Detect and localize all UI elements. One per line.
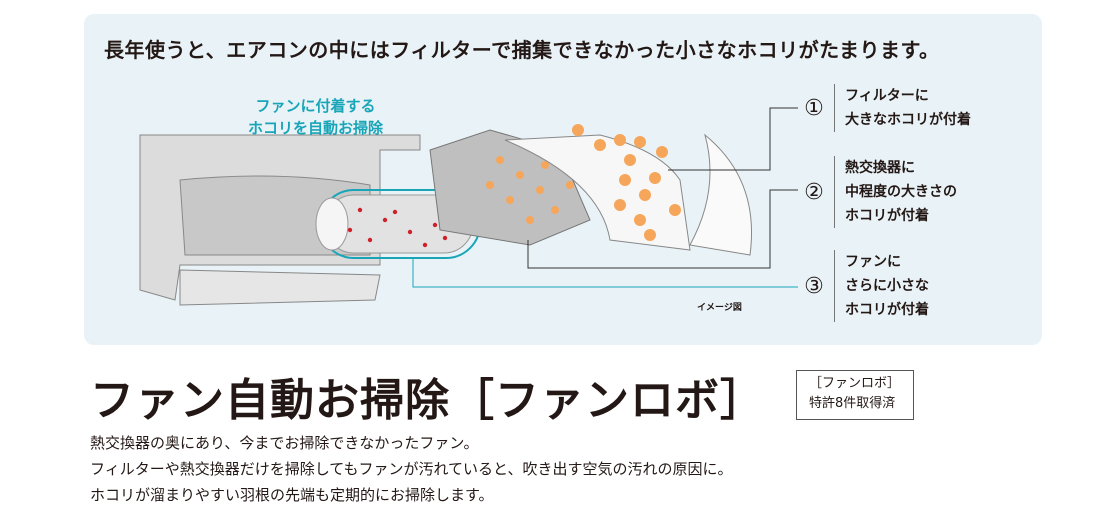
callout-line: ファンに [845,254,901,270]
image-caption: イメージ図 [697,303,742,313]
callout-fan: ③ ファンに さらに小さな ホコリが付着 [800,250,929,322]
callout-number: ③ [804,273,824,299]
callout-line: さらに小さな [845,278,929,294]
description-line: ホコリが溜まりやすい羽根の先端も定期的にお掃除します。 [90,486,494,504]
callout-heat-exchanger: ② 熱交換器に 中程度の大きさの ホコリが付着 [800,156,957,228]
callout-number: ② [804,179,824,205]
description: 熱交換器の奥にあり、今までお掃除できなかったファン。 フィルターや熱交換器だけを… [90,430,732,508]
callout-line: ホコリが付着 [845,208,929,224]
headline: 長年使うと、エアコンの中にはフィルターで捕集できなかった小さなホコリがたまります… [104,38,940,62]
fan-dust-label: ファンに付着する ホコリを自動お掃除 [248,95,383,139]
description-line: 熱交換器の奥にあり、今までお掃除できなかったファン。 [90,434,479,452]
feature-title: ファン自動お掃除［ファンロボ］ [90,375,765,426]
patent-badge: ［ファンロボ］ 特許8件取得済 [796,370,914,420]
callout-line: 大きなホコリが付着 [845,112,971,128]
callout-line: 熱交換器に [845,160,915,176]
fan-label-line: ファンに付着する [255,97,376,115]
patent-line: ［ファンロボ］ [809,376,901,391]
callout-line: フィルターに [845,88,929,104]
fan-label-line: ホコリを自動お掃除 [248,119,384,137]
callout-line: 中程度の大きさの [845,184,957,200]
patent-line: 特許8件取得済 [809,396,896,411]
callout-number: ① [804,95,824,121]
description-line: フィルターや熱交換器だけを掃除してもファンが汚れていると、吹き出す空気の汚れの原… [90,460,733,478]
callout-filter: ① フィルターに 大きなホコリが付着 [800,84,971,132]
callout-line: ホコリが付着 [845,302,929,318]
